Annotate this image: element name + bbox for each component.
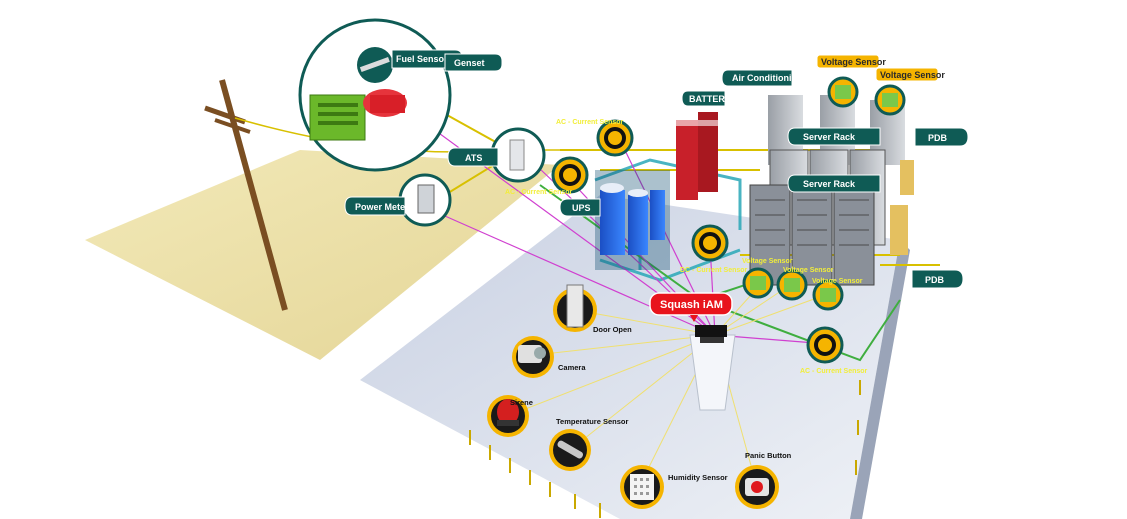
svg-text:Air Conditioning: Air Conditioning <box>732 73 802 83</box>
voltage-sensor-top-1: Voltage Sensor <box>816 54 886 108</box>
svg-text:Genset: Genset <box>454 58 485 68</box>
svg-text:AC - Current Sensor: AC - Current Sensor <box>505 189 573 196</box>
sirene-sensor: Sirene <box>487 395 533 437</box>
sensor-wires-yellow <box>509 284 826 486</box>
svg-text:Humidity Sensor: Humidity Sensor <box>668 473 728 482</box>
ac-current-sensor-1: AC - Current Sensor <box>556 119 634 157</box>
power-meter-node: Power Meter <box>344 173 452 227</box>
svg-text:Door Open: Door Open <box>593 325 632 334</box>
svg-text:Sirene: Sirene <box>510 398 533 407</box>
svg-text:Voltage Sensor: Voltage Sensor <box>821 57 886 67</box>
battery-bank: BATTERY <box>676 90 731 200</box>
svg-text:Server Rack: Server Rack <box>803 179 856 189</box>
humidity-sensor: Humidity Sensor <box>620 465 728 509</box>
svg-text:Power Meter: Power Meter <box>355 202 409 212</box>
voltage-sensor-top-2: Voltage Sensor <box>874 67 945 116</box>
svg-text:DC - Current Sensor: DC - Current Sensor <box>680 267 748 274</box>
svg-text:Voltage Sensor: Voltage Sensor <box>783 267 834 274</box>
ac-current-sensor-2: AC - Current Sensor <box>505 156 589 196</box>
camera-sensor: Camera <box>512 336 586 378</box>
ac-current-sensor-3: AC - Current Sensor <box>800 326 868 375</box>
svg-text:Voltage Sensor: Voltage Sensor <box>812 278 863 285</box>
ats-node: ATS <box>447 127 546 183</box>
temperature-sensor: Temperature Sensor <box>549 417 628 471</box>
ups-unit: UPS <box>559 170 670 270</box>
svg-text:Voltage Sensor: Voltage Sensor <box>742 258 793 265</box>
server-rack-callout-2: Server Rack <box>787 174 881 193</box>
pdb-callout-2: PDB <box>911 269 964 289</box>
svg-text:PDB: PDB <box>928 133 948 143</box>
svg-text:Server Rack: Server Rack <box>803 132 856 142</box>
svg-text:Squash iAM: Squash iAM <box>660 299 723 311</box>
pdb-callout-1: PDB <box>914 127 969 147</box>
pdb-units <box>890 160 914 255</box>
squash-iam-badge: Squash iAM <box>649 292 733 322</box>
fence <box>469 380 861 518</box>
voltage-sensor-bottom-2: Voltage Sensor <box>776 267 834 301</box>
svg-text:PDB: PDB <box>925 275 945 285</box>
squash-device <box>689 325 736 411</box>
panic-button: Panic Button <box>735 451 792 509</box>
dc-current-sensor: DC - Current Sensor <box>680 224 748 274</box>
svg-text:Temperature Sensor: Temperature Sensor <box>556 417 628 426</box>
indoor-floor-side <box>850 240 910 519</box>
voltage-sensor-bottom-1: Voltage Sensor <box>742 258 793 299</box>
svg-text:AC - Current Sensor: AC - Current Sensor <box>556 119 624 126</box>
svg-text:BATTERY: BATTERY <box>689 94 731 104</box>
svg-text:AC - Current Sensor: AC - Current Sensor <box>800 368 868 375</box>
svg-text:Camera: Camera <box>558 363 586 372</box>
genset-callout: Genset <box>444 53 503 72</box>
svg-text:UPS: UPS <box>572 203 591 213</box>
server-rack-callout-1: Server Rack <box>787 127 881 146</box>
genset-zoom <box>298 18 452 172</box>
door-open-sensor: Door Open <box>553 284 632 334</box>
svg-text:Voltage Sensor: Voltage Sensor <box>880 70 945 80</box>
svg-text:Fuel Sensor: Fuel Sensor <box>396 54 448 64</box>
svg-text:ATS: ATS <box>465 153 482 163</box>
svg-text:Panic Button: Panic Button <box>745 451 792 460</box>
voltage-sensor-bottom-3: Voltage Sensor <box>812 278 863 311</box>
server-racks <box>749 149 886 286</box>
